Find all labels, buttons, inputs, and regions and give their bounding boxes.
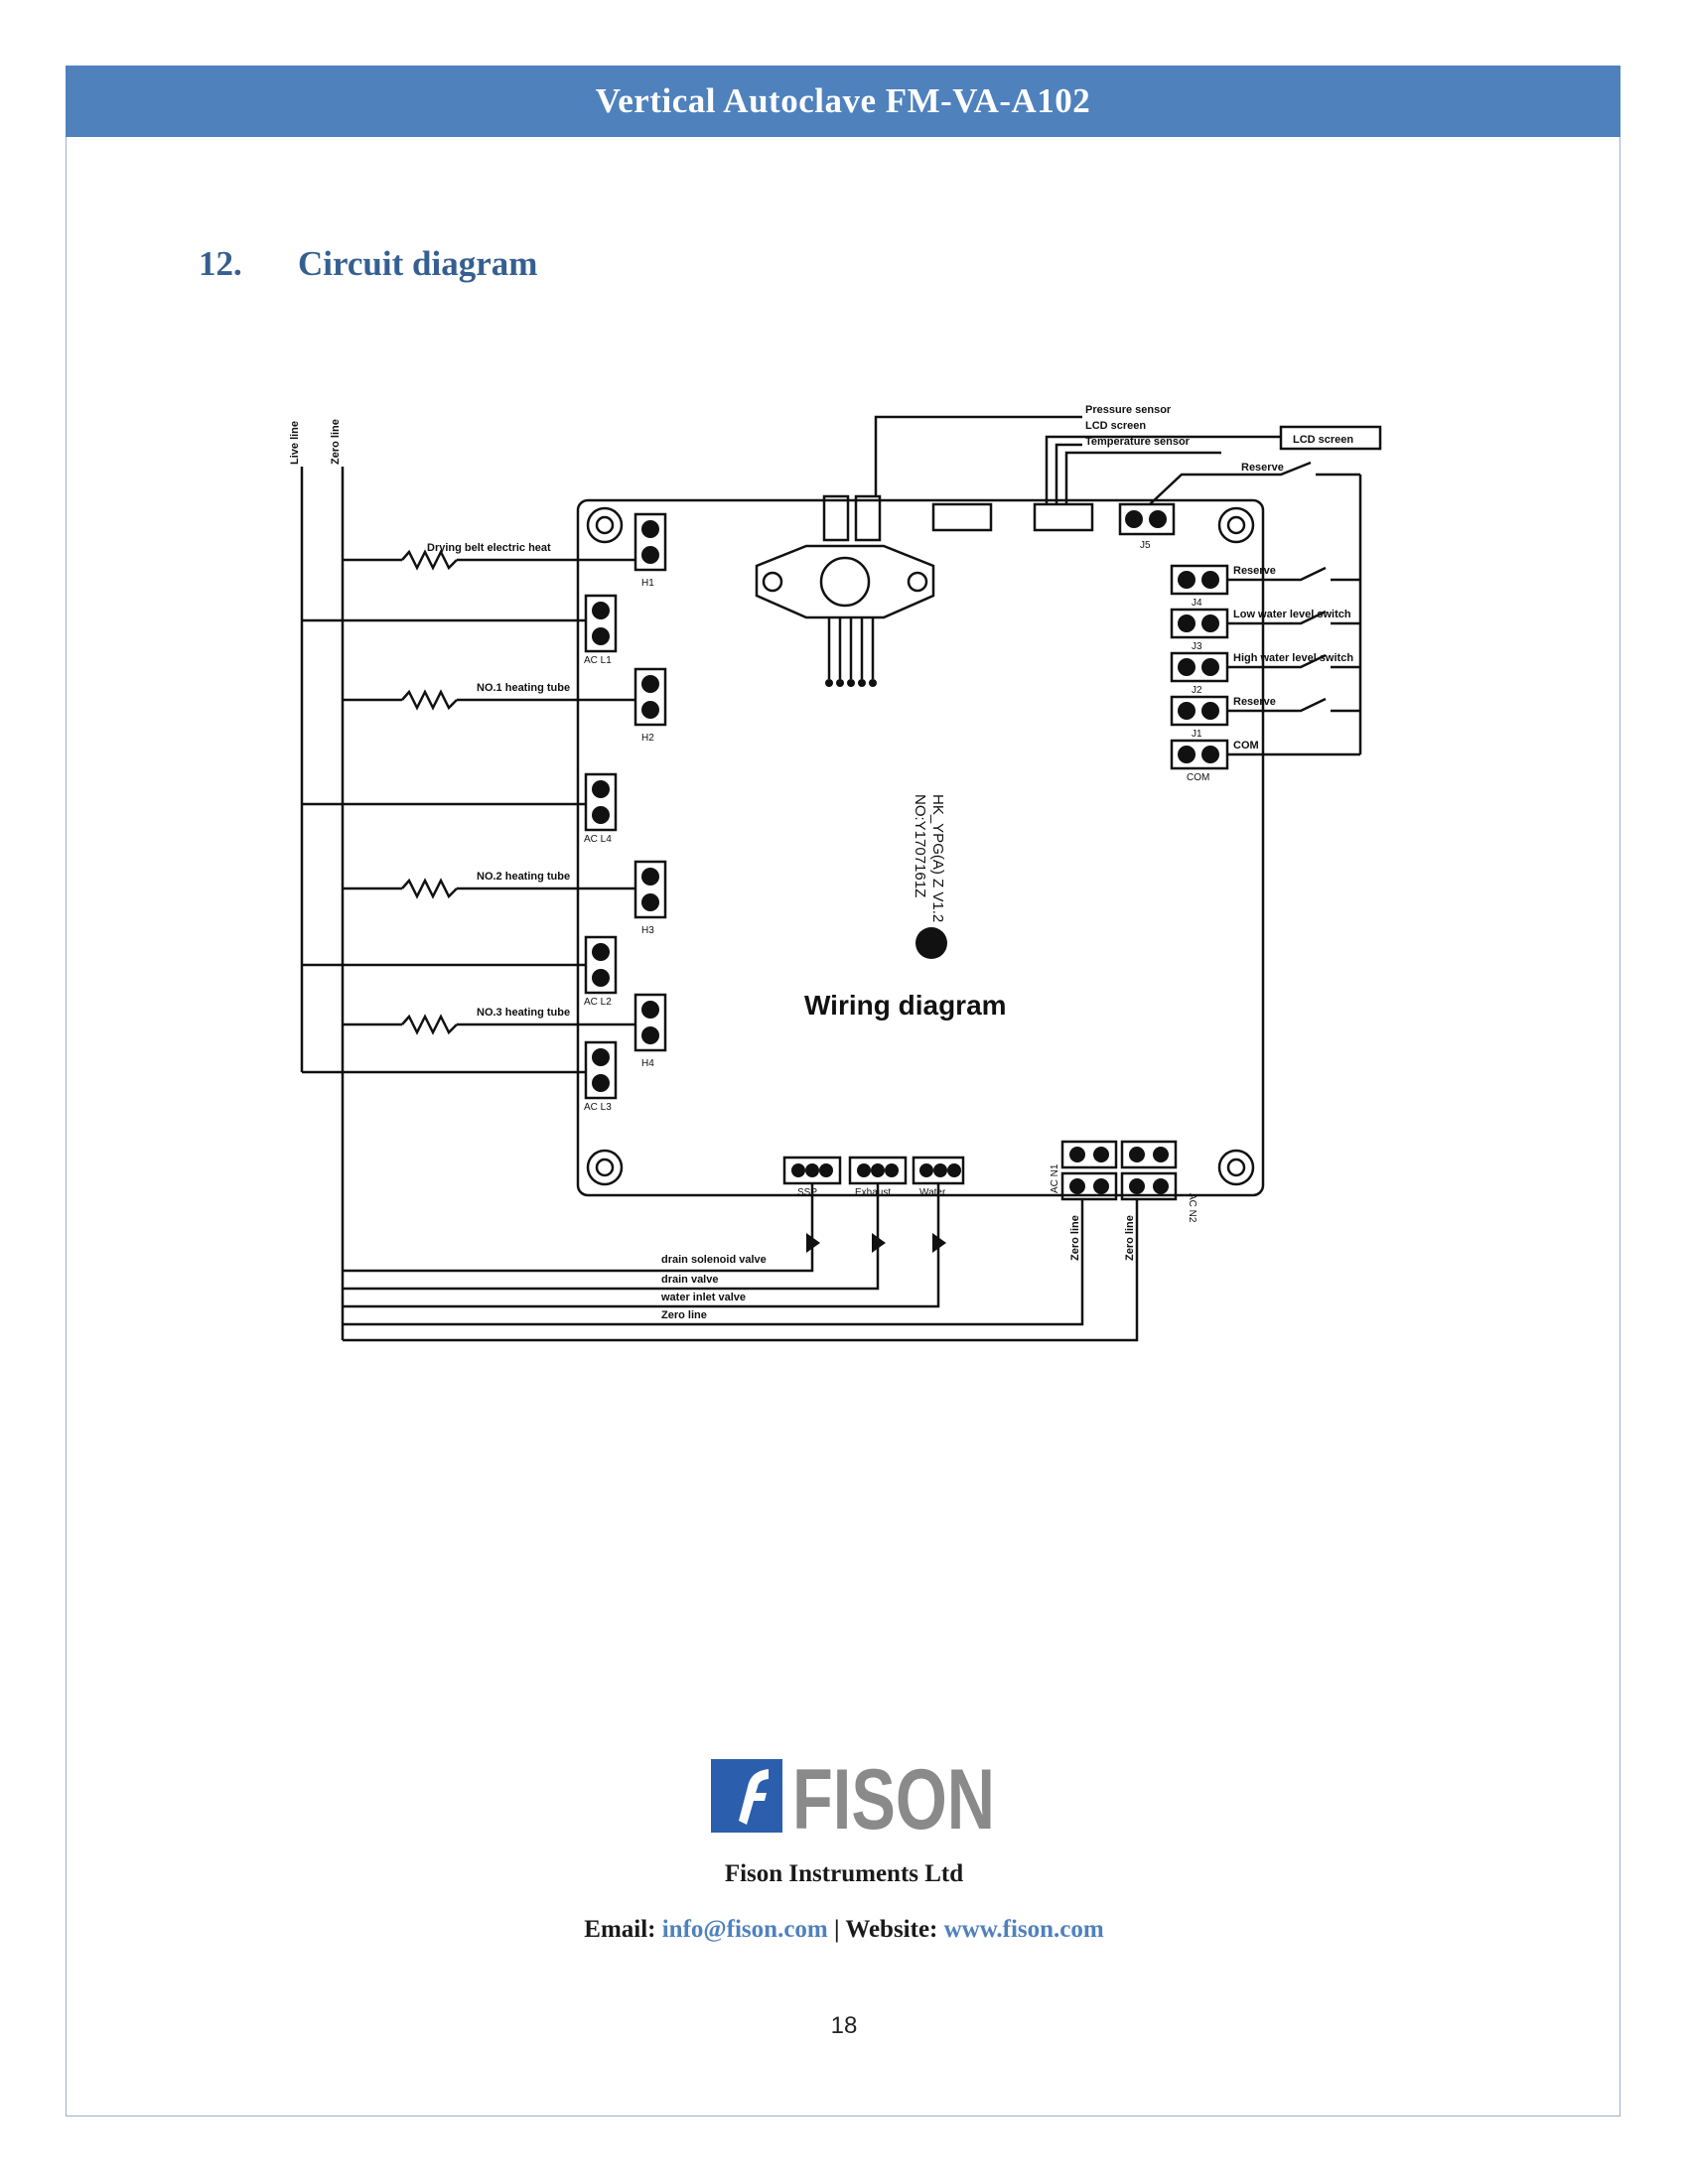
connector-j2: J2 (1192, 685, 1202, 696)
input-label-reserve-2: Reserve (1233, 696, 1276, 708)
connector-j5: J5 (1140, 540, 1151, 551)
connector-ssp: SSP (797, 1187, 817, 1198)
bottom-line-label-zero: Zero line (661, 1309, 707, 1321)
connector-ac-n1: AC N1 (1050, 1163, 1060, 1193)
connector-j3: J3 (1192, 641, 1202, 652)
connector-h3: H3 (641, 925, 654, 936)
bottom-line-label-drain-solenoid: drain solenoid valve (661, 1254, 767, 1266)
wiring-diagram-title: Wiring diagram (804, 990, 1007, 1021)
document-header: Vertical Autoclave FM-VA-A102 (66, 66, 1620, 137)
connector-j1: J1 (1192, 729, 1202, 740)
email-label: Email: (584, 1916, 656, 1943)
fison-logo: FISON (711, 1755, 995, 1837)
website-label: Website: (845, 1916, 938, 1943)
page-number: 18 (830, 2012, 858, 2039)
connector-ac-l3: AC L3 (584, 1102, 612, 1113)
zero-line-label: Zero line (330, 419, 342, 465)
sensor-label-pressure: Pressure sensor (1085, 404, 1172, 416)
contact-line: Email: info@fison.com | Website: www.fis… (0, 1916, 1688, 1944)
bottom-line-label-water-inlet: water inlet valve (660, 1292, 746, 1303)
heater-label-drying: Drying belt electric heat (427, 542, 551, 554)
company-name: Fison Instruments Ltd (724, 1860, 964, 1887)
heater-label-2: NO.2 heating tube (477, 871, 570, 883)
zero-line-label-n1: Zero line (1069, 1215, 1081, 1261)
section-number: 12. (199, 244, 242, 283)
website-link[interactable]: www.fison.com (943, 1916, 1104, 1943)
logo-wordmark: FISON (792, 1755, 995, 1837)
sensor-label-lcd: LCD screen (1085, 420, 1146, 432)
connector-ac-l2: AC L2 (584, 997, 612, 1008)
connector-com: COM (1187, 772, 1209, 783)
section-title: Circuit diagram (298, 244, 538, 283)
input-label-reserve-1: Reserve (1233, 565, 1276, 577)
connector-ac-l4: AC L4 (584, 834, 612, 845)
connector-ac-l1: AC L1 (584, 655, 612, 666)
connector-exhaust: Exhaust (855, 1187, 891, 1198)
lcd-label: LCD screen (1293, 434, 1353, 446)
section-heading: 12. Circuit diagram (199, 244, 537, 284)
live-line-label: Live line (289, 421, 301, 465)
connector-water: Water (919, 1187, 946, 1198)
email-link[interactable]: info@fison.com (661, 1916, 828, 1943)
connector-h2: H2 (641, 733, 654, 744)
board-number: NO:Y1707161Z (912, 794, 928, 897)
bottom-line-label-drain-valve: drain valve (661, 1274, 718, 1286)
input-label-low-water: Low water level switch (1233, 609, 1351, 620)
input-label-com: COM (1233, 740, 1259, 751)
input-label-reserve-top: Reserve (1241, 462, 1284, 474)
contact-separator: | (834, 1916, 840, 1943)
zero-line-label-n2: Zero line (1124, 1215, 1136, 1261)
connector-h1: H1 (641, 578, 654, 589)
sensor-label-temperature: Temperature sensor (1085, 436, 1191, 448)
circuit-diagram: Live line Zero line Drying belt electric… (289, 404, 1382, 1342)
heater-label-1: NO.1 heating tube (477, 682, 570, 694)
connector-ac-n2: AC N2 (1187, 1193, 1197, 1223)
board-id: HK_YPG(A) Z V1.2 (929, 794, 946, 922)
connector-h4: H4 (641, 1058, 654, 1069)
connector-j4: J4 (1192, 598, 1202, 609)
input-label-high-water: High water level switch (1233, 652, 1353, 664)
heater-label-3: NO.3 heating tube (477, 1007, 570, 1019)
